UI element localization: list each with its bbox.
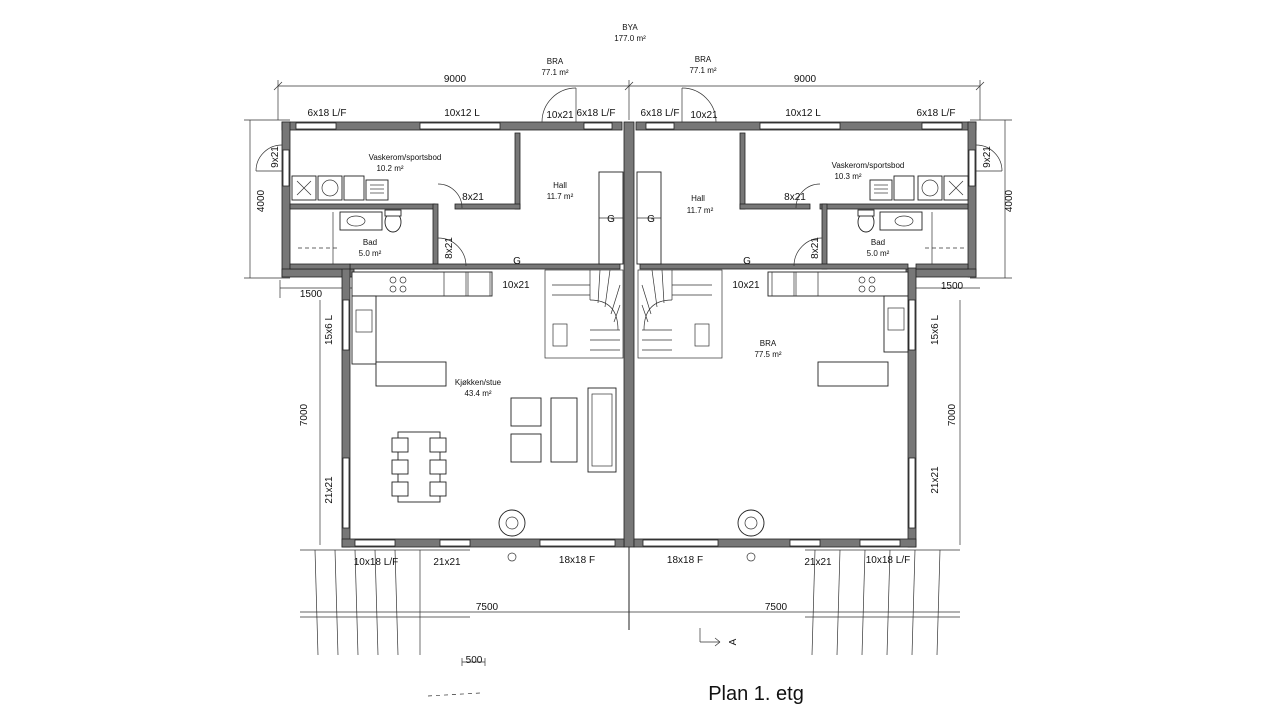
window-label-16: 10x21 bbox=[732, 280, 760, 291]
bra-right-area: 77.1 m² bbox=[689, 66, 716, 75]
dim-side-right-main: 7000 bbox=[947, 403, 958, 426]
room-bad-left-area: 5.0 m² bbox=[359, 249, 382, 258]
room-hall-left-area: 11.7 m² bbox=[547, 192, 574, 201]
window-label-22: 21x21 bbox=[433, 557, 461, 568]
dim-bottom-left: 7500 bbox=[476, 602, 499, 613]
room-hall-left-name: Hall bbox=[553, 181, 567, 190]
dim-side-left-main: 7000 bbox=[299, 403, 310, 426]
window-label-26: 10x18 L/F bbox=[866, 555, 910, 566]
dim-offset-right: 1500 bbox=[941, 281, 964, 292]
window-label-25: 21x21 bbox=[804, 557, 832, 568]
room-vask-right-name: Vaskerom/sportsbod bbox=[832, 161, 905, 170]
window-label-11: 8x21 bbox=[462, 192, 484, 203]
living-furniture-right bbox=[737, 509, 765, 537]
room-vask-left-name: Vaskerom/sportsbod bbox=[369, 153, 442, 162]
scale-bar bbox=[427, 658, 486, 697]
stairs-left bbox=[544, 269, 624, 359]
right-dimension-lines bbox=[915, 119, 1012, 545]
window-label-13: 8x21 bbox=[444, 237, 455, 259]
laundry-fixtures-left bbox=[291, 175, 389, 201]
window-label-20: 21x21 bbox=[930, 466, 941, 494]
window-label-9: 9x21 bbox=[270, 146, 281, 168]
kitchen-left bbox=[351, 271, 493, 387]
bya-area: 177.0 m² bbox=[614, 34, 646, 43]
dim-offset-left: 1500 bbox=[300, 289, 323, 300]
window-label-18: 15x6 L bbox=[930, 315, 941, 345]
room-bad-right-name: Bad bbox=[871, 238, 885, 247]
mark-g-1: G bbox=[607, 214, 615, 225]
room-kitchen-left-name: Kjøkken/stue bbox=[455, 378, 502, 387]
dim-bottom-right: 7500 bbox=[765, 602, 788, 613]
kitchen-right bbox=[767, 271, 909, 387]
mark-g-2: G bbox=[647, 214, 655, 225]
section-marker bbox=[699, 628, 721, 647]
window-label-17: 15x6 L bbox=[324, 315, 335, 345]
window-label-1: 6x18 L/F bbox=[308, 108, 347, 119]
window-label-5: 6x18 L/F bbox=[641, 108, 680, 119]
room-bad-right-area: 5.0 m² bbox=[867, 249, 890, 258]
dim-scale-bar: 500 bbox=[466, 655, 483, 666]
room-hall-right-area: 11.7 m² bbox=[687, 206, 714, 215]
room-vask-right-area: 10.3 m² bbox=[834, 172, 861, 181]
window-label-7: 10x12 L bbox=[785, 108, 821, 119]
window-label-12: 8x21 bbox=[784, 192, 806, 203]
room-kitchen-left-area: 43.4 m² bbox=[464, 389, 491, 398]
laundry-fixtures-right bbox=[869, 175, 969, 201]
room-hall-right-name: Hall bbox=[691, 194, 705, 203]
window-label-21: 10x18 L/F bbox=[354, 557, 398, 568]
door-swings bbox=[255, 87, 1003, 267]
bya-label: BYA bbox=[622, 23, 638, 32]
dim-top-right: 9000 bbox=[794, 74, 817, 85]
bra-left-label: BRA bbox=[547, 57, 564, 66]
window-label-6: 10x21 bbox=[690, 110, 718, 121]
window-label-19: 21x21 bbox=[324, 476, 335, 504]
bathroom-fixtures-left bbox=[298, 209, 402, 264]
window-label-23: 18x18 F bbox=[559, 555, 595, 566]
dim-side-left-top: 4000 bbox=[256, 189, 267, 212]
dim-top-left: 9000 bbox=[444, 74, 467, 85]
window-label-2: 10x12 L bbox=[444, 108, 480, 119]
room-main-right-name: BRA bbox=[760, 339, 777, 348]
window-label-4: 6x18 L/F bbox=[577, 108, 616, 119]
top-dimension-line bbox=[273, 80, 985, 120]
window-label-15: 10x21 bbox=[502, 280, 530, 291]
mark-g-3: G bbox=[513, 256, 521, 267]
terrace-decks bbox=[300, 549, 960, 656]
window-label-24: 18x18 F bbox=[667, 555, 703, 566]
mark-g-4: G bbox=[743, 256, 751, 267]
window-label-14: 8x21 bbox=[810, 237, 821, 259]
window-label-3: 10x21 bbox=[546, 110, 574, 121]
plan-title: Plan 1. etg bbox=[708, 683, 804, 705]
living-furniture-left bbox=[391, 387, 617, 537]
exterior-walls bbox=[281, 121, 977, 630]
room-main-right-area: 77.5 m² bbox=[754, 350, 781, 359]
dim-side-right-top: 4000 bbox=[1004, 189, 1015, 212]
section-label: A bbox=[728, 638, 739, 645]
wardrobes bbox=[598, 171, 662, 265]
bathroom-fixtures-right bbox=[857, 209, 966, 264]
room-vask-left-area: 10.2 m² bbox=[376, 164, 403, 173]
window-label-10: 9x21 bbox=[982, 146, 993, 168]
window-openings bbox=[282, 122, 976, 547]
bra-right-label: BRA bbox=[695, 55, 712, 64]
window-label-8: 6x18 L/F bbox=[917, 108, 956, 119]
stairs-right bbox=[637, 269, 723, 359]
room-bad-left-name: Bad bbox=[363, 238, 377, 247]
bra-left-area: 77.1 m² bbox=[541, 68, 568, 77]
